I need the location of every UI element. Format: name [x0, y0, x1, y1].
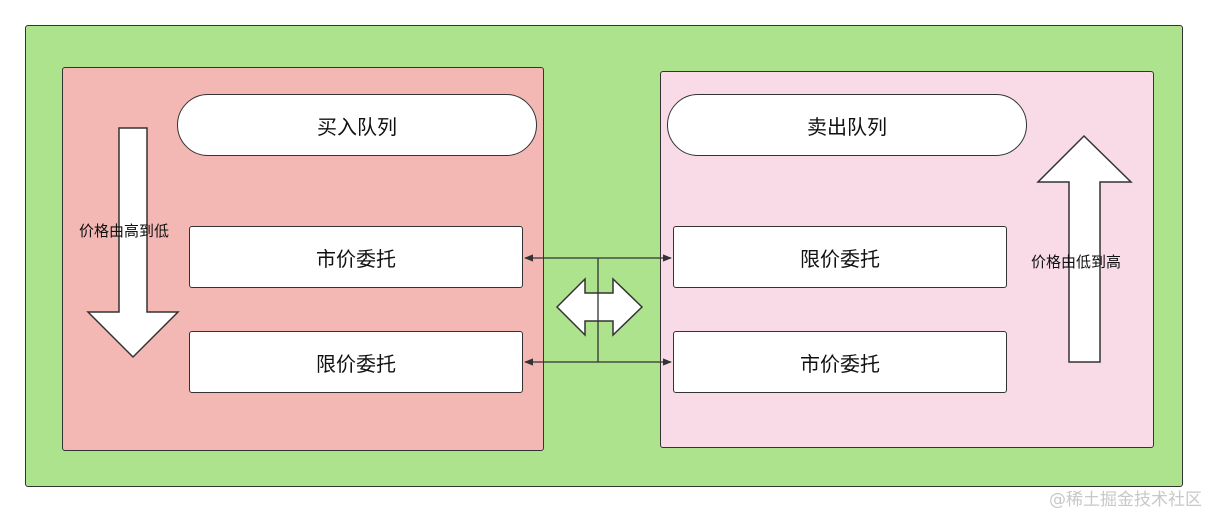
buy-queue-title: 买入队列 — [177, 94, 537, 156]
sell-order-market: 市价委托 — [673, 331, 1007, 393]
down-arrow-icon — [86, 127, 180, 359]
match-double-arrow-icon — [555, 277, 644, 337]
sell-price-direction-label: 价格由低到高 — [1031, 253, 1122, 271]
watermark: @稀土掘金技术社区 — [1049, 490, 1202, 510]
buy-order-market: 市价委托 — [189, 226, 523, 288]
up-arrow-icon — [1036, 134, 1133, 363]
sell-order-limit: 限价委托 — [673, 226, 1007, 288]
buy-order-limit: 限价委托 — [189, 331, 523, 393]
sell-queue-title: 卖出队列 — [667, 94, 1027, 156]
buy-price-direction-label: 价格由高到低 — [79, 222, 170, 240]
